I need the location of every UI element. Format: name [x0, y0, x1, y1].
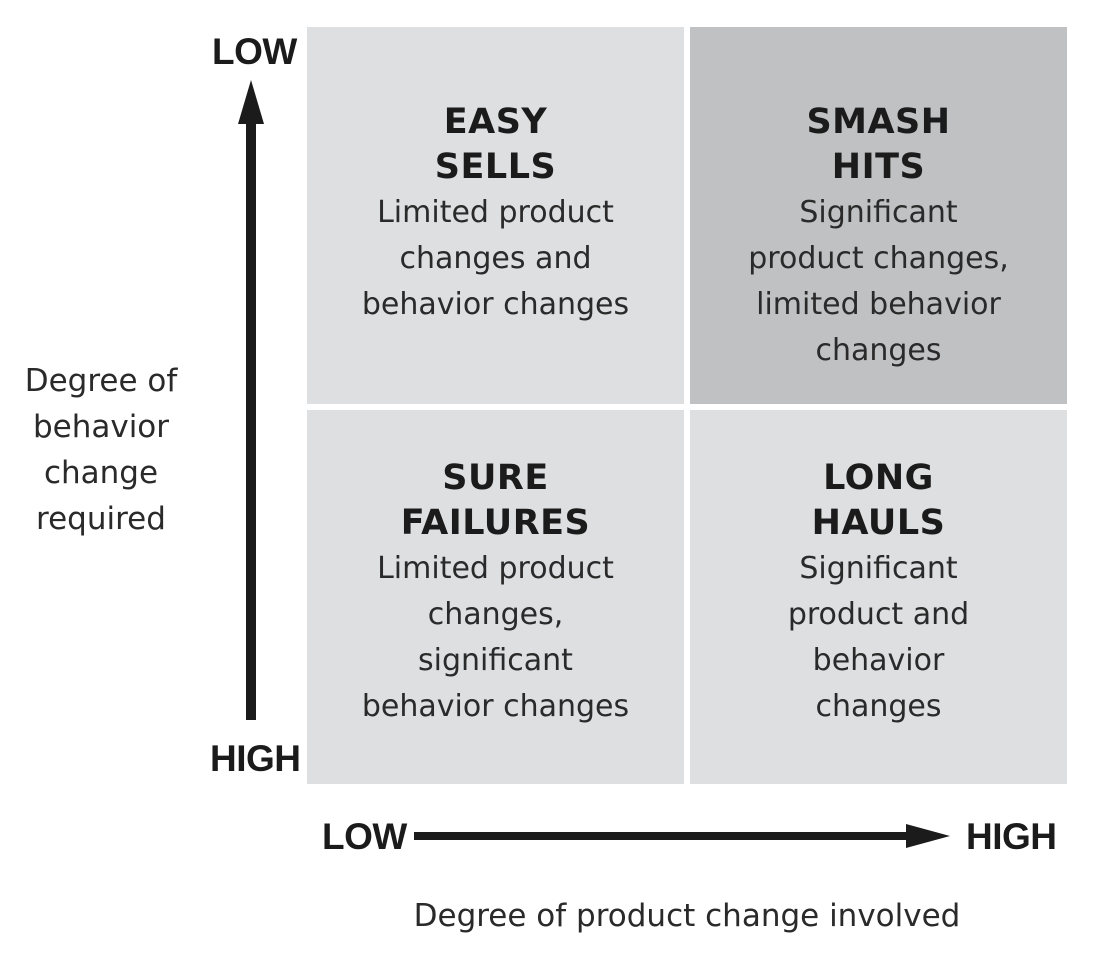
- quadrant-easy-sells: EASY SELLS Limited product changes and b…: [307, 27, 684, 404]
- x-axis-title: Degree of product change involved: [413, 898, 961, 934]
- quadrant-title: EASY SELLS: [434, 102, 557, 187]
- quadrant-title: SURE FAILURES: [400, 458, 591, 543]
- quadrant-description: Significant product changes, limited beh…: [748, 195, 1009, 368]
- y-axis-high-label: HIGH: [210, 738, 301, 779]
- quadrant-title: SMASH HITS: [806, 102, 951, 187]
- quadrant-long-hauls: LONG HAULS Significant product and behav…: [690, 410, 1067, 784]
- x-axis-low-label: LOW: [322, 816, 407, 857]
- quadrant-smash-hits: SMASH HITS Significant product changes, …: [690, 27, 1067, 404]
- quadrant-description: Limited product changes and behavior cha…: [361, 195, 630, 322]
- x-axis-arrow: [414, 824, 950, 848]
- quadrant-sure-failures: SURE FAILURES Limited product changes, s…: [307, 410, 684, 784]
- y-axis-title: Degree of behavior change required: [24, 363, 178, 537]
- y-axis-arrow: [238, 80, 264, 720]
- right-arrowhead-icon: [906, 824, 950, 848]
- up-arrowhead-icon: [238, 80, 264, 124]
- quadrant-description: Significant product and behavior changes: [787, 551, 970, 724]
- y-axis-low-label: LOW: [212, 31, 297, 72]
- quadrant-description: Limited product changes, significant beh…: [361, 551, 630, 724]
- quadrant-title: LONG HAULS: [811, 458, 946, 543]
- x-axis-high-label: HIGH: [966, 816, 1057, 857]
